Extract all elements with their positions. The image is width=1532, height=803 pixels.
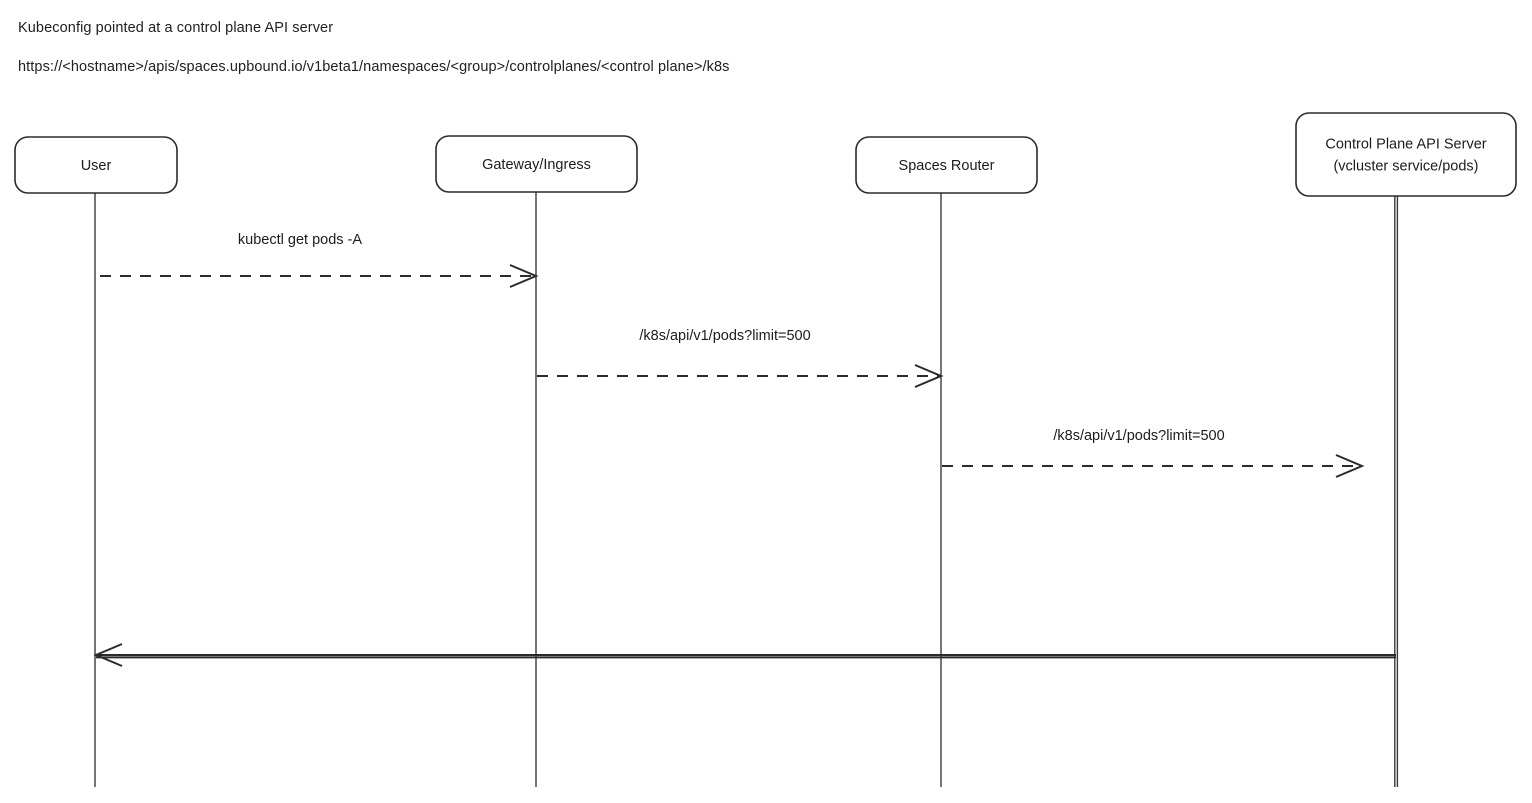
actor-sublabel-control-plane: (vcluster service/pods) — [1333, 158, 1478, 174]
msg-router-to-control-plane[interactable]: /k8s/api/v1/pods?limit=500 — [942, 428, 1365, 478]
actor-box-gateway — [435, 135, 638, 193]
msg-router-to-control-plane-label: /k8s/api/v1/pods?limit=500 — [1053, 428, 1224, 444]
actor-box-user — [14, 136, 178, 194]
diagram-header-title: Kubeconfig pointed at a control plane AP… — [18, 20, 334, 36]
msg-gateway-to-router-label: /k8s/api/v1/pods?limit=500 — [639, 328, 810, 344]
actors-group: User Gateway/Ingress Spaces Router Control … — [14, 112, 1517, 197]
actor-gateway[interactable]: Gateway/Ingress — [435, 135, 638, 193]
messages-group: kubectl get pods -A/k8s/api/v1/pods?limi… — [93, 232, 1396, 667]
msg-response-to-user[interactable] — [93, 643, 1396, 667]
msg-kubectl-get-pods-label: kubectl get pods -A — [238, 232, 362, 248]
actor-box-spaces-router — [855, 136, 1038, 194]
msg-router-to-control-plane-arrowhead — [1335, 454, 1365, 478]
actor-label-control-plane: Control Plane API Server — [1325, 136, 1486, 152]
actor-box-control-plane — [1295, 112, 1517, 197]
diagram-header-url: https://<hostname>/apis/spaces.upbound.i… — [18, 59, 730, 75]
actor-control-plane[interactable]: Control Plane API Server (vcluster servic… — [1295, 112, 1517, 197]
actor-label-spaces-router: Spaces Router — [899, 158, 995, 174]
msg-response-to-user-arrowhead — [93, 643, 123, 667]
actor-label-user: User — [81, 158, 112, 174]
msg-kubectl-get-pods-arrowhead — [509, 264, 539, 288]
msg-gateway-to-router-arrowhead — [914, 364, 944, 388]
actor-user[interactable]: User — [14, 136, 178, 194]
msg-gateway-to-router[interactable]: /k8s/api/v1/pods?limit=500 — [537, 328, 944, 388]
lifelines-group — [94, 192, 1399, 787]
msg-kubectl-get-pods[interactable]: kubectl get pods -A — [100, 232, 539, 288]
actor-label-gateway: Gateway/Ingress — [482, 157, 591, 173]
actor-spaces-router[interactable]: Spaces Router — [855, 136, 1038, 194]
